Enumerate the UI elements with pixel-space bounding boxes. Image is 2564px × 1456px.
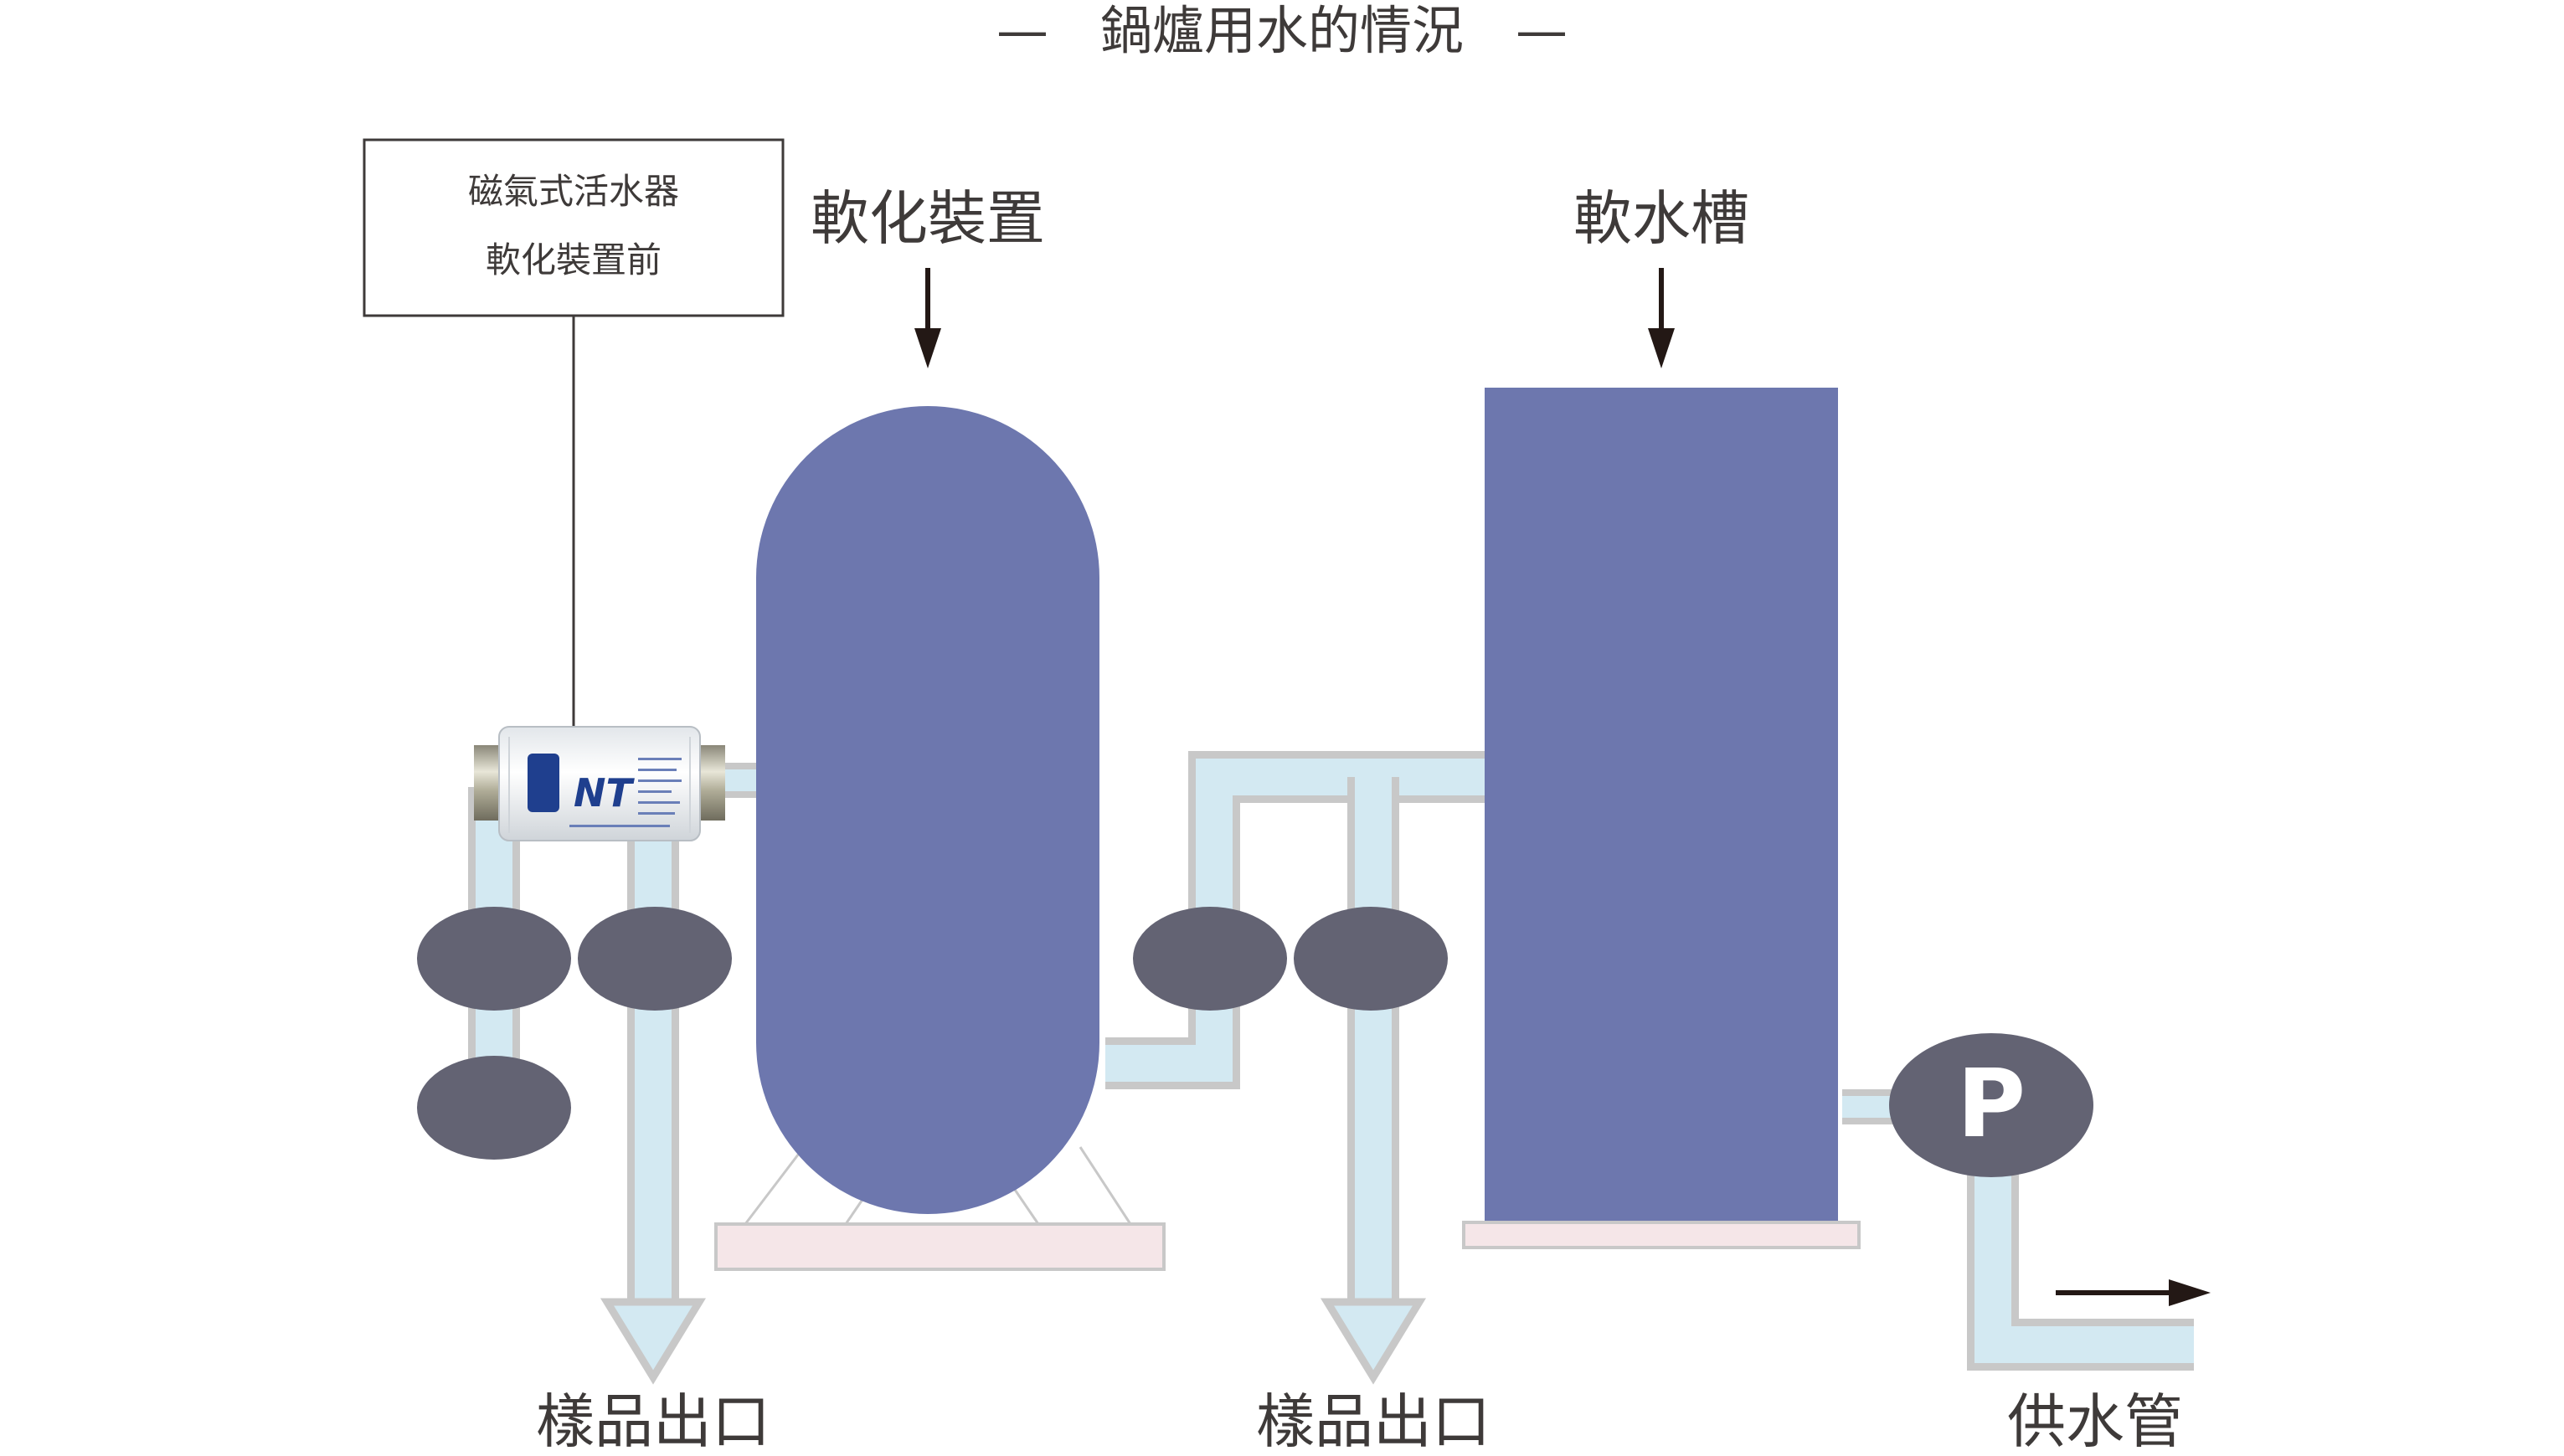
pump-icon: P [1889, 1033, 2093, 1177]
valve-icon [578, 907, 732, 1011]
soft-water-tank-base [1462, 1221, 1861, 1249]
sample-outlet-label-2: 樣品出口 [1256, 1387, 1491, 1456]
pipe-supply [1967, 1147, 2194, 1371]
pump-label: P [1957, 1050, 2026, 1159]
sample-outlet-arrow-2 [1320, 1298, 1427, 1385]
callout-box: 磁氣式活水器 軟化裝置前 [363, 138, 785, 737]
softener-tank [756, 406, 1099, 1214]
device-brand-mark: NT [574, 770, 635, 815]
valve-icon [1133, 907, 1287, 1011]
diagram-title: — 鍋爐用水的情況 — [996, 0, 1568, 61]
device-label-patch [528, 754, 559, 812]
valve-icon [417, 1056, 571, 1160]
sample-outlet-label-1: 樣品出口 [536, 1387, 770, 1456]
down-arrow-icon [914, 268, 941, 368]
soft-water-tank [1485, 388, 1838, 1223]
softener-stand [714, 1146, 1166, 1271]
softener-label: 軟化裝置 [811, 184, 1045, 253]
soft-tank-label: 軟水槽 [1573, 184, 1749, 253]
right-arrow-icon [2056, 1279, 2211, 1306]
valve-icon [1294, 907, 1448, 1011]
sample-outlet-arrow-1 [600, 1298, 707, 1385]
magnetic-water-activator-icon: NT [474, 726, 725, 841]
callout-line-2: 軟化裝置前 [486, 239, 662, 280]
supply-pipe-label: 供水管 [2007, 1387, 2183, 1456]
softener-base [714, 1222, 1166, 1271]
valve-icon [417, 907, 571, 1011]
callout-line-1: 磁氣式活水器 [468, 171, 679, 212]
down-arrow-icon [1648, 268, 1675, 368]
